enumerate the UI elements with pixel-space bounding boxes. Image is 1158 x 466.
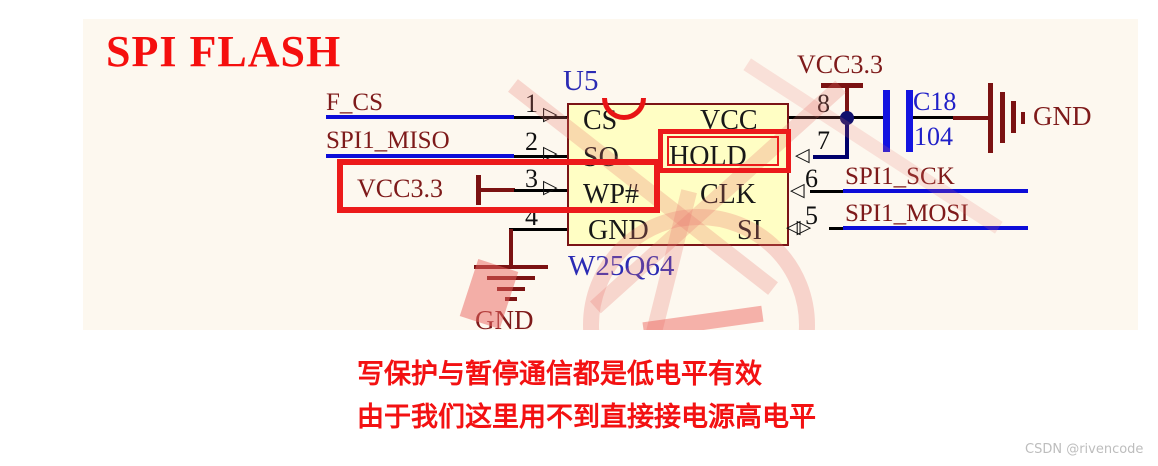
chip-designator: U5 bbox=[563, 65, 599, 97]
pin-number-2: 2 bbox=[525, 127, 538, 156]
pin5-stub bbox=[829, 227, 843, 230]
page-title: SPI FLASH bbox=[106, 27, 342, 76]
pin1-stub bbox=[514, 116, 567, 119]
pin-number-3: 3 bbox=[525, 164, 538, 193]
wire-spi1-mosi bbox=[843, 226, 1028, 230]
cap-right-wire bbox=[913, 116, 953, 119]
highlight-box-hold bbox=[658, 129, 791, 173]
gnd-right-lead bbox=[953, 116, 989, 120]
highlight-box-hold-inner bbox=[667, 136, 779, 166]
vcc-lead bbox=[845, 87, 849, 114]
pin-number-7: 7 bbox=[817, 126, 830, 155]
net-label-gnd-right: GND bbox=[1033, 101, 1092, 131]
net-label-spi1-miso: SPI1_MISO bbox=[326, 127, 450, 154]
power-bar-top-icon bbox=[821, 83, 863, 88]
net-label-vcc33-right: VCC3.3 bbox=[797, 50, 883, 79]
pin6-stub bbox=[810, 190, 843, 193]
net-label-spi1-mosi: SPI1_MOSI bbox=[845, 200, 969, 227]
capacitor-designator: C18 bbox=[913, 87, 957, 116]
pin7-wire bbox=[813, 155, 849, 159]
pin-label-si: SI bbox=[737, 215, 762, 246]
pin-number-5: 5 bbox=[805, 201, 818, 230]
junction-dot-icon bbox=[840, 111, 854, 125]
pin2-stub bbox=[514, 155, 567, 158]
net-label-f-cs: F_CS bbox=[326, 89, 383, 116]
pin3-stub bbox=[514, 189, 567, 192]
pin2-arrow-icon: ▷ bbox=[543, 142, 558, 164]
pin-label-so: SO bbox=[583, 142, 619, 173]
pin-number-8: 8 bbox=[817, 89, 830, 118]
pin6-arrow-icon: ◁ bbox=[790, 179, 805, 201]
pin4-stub bbox=[509, 228, 567, 231]
wire-vcc33-left bbox=[479, 188, 515, 192]
wire-spi1-miso bbox=[326, 154, 514, 158]
note-line-2: 由于我们这里用不到直接接电源高电平 bbox=[357, 402, 816, 433]
chip-part-number: W25Q64 bbox=[568, 250, 675, 282]
gnd-left-lead bbox=[509, 229, 513, 267]
net-label-gnd-left: GND bbox=[475, 305, 534, 335]
pin-label-clk: CLK bbox=[700, 179, 756, 210]
capacitor-value: 104 bbox=[914, 122, 953, 151]
pin-label-gnd: GND bbox=[588, 215, 649, 246]
wire-spi1-sck bbox=[843, 189, 1028, 193]
watermark-credit: CSDN @rivencode bbox=[1025, 442, 1144, 457]
chip-body-w25q64 bbox=[567, 103, 789, 246]
pin1-arrow-icon: ▷ bbox=[543, 103, 558, 125]
highlight-box-wp-vcc bbox=[337, 159, 660, 213]
pin5-arrow-io-icon: ◁▷ bbox=[786, 216, 811, 238]
net-label-vcc33-left: VCC3.3 bbox=[357, 174, 443, 203]
wire-f-cs bbox=[326, 115, 514, 119]
note-line-1: 写保护与暂停通信都是低电平有效 bbox=[357, 359, 762, 390]
pin7-arrow-icon: ◁ bbox=[795, 144, 810, 166]
pin-number-1: 1 bbox=[525, 89, 538, 118]
pin7-riser bbox=[845, 122, 849, 157]
pin-label-wp: WP# bbox=[583, 179, 639, 210]
pin-number-6: 6 bbox=[805, 164, 818, 193]
power-bar-icon bbox=[476, 175, 481, 205]
pin8-wire bbox=[789, 116, 884, 119]
net-label-spi1-sck: SPI1_SCK bbox=[845, 163, 955, 190]
pin3-arrow-icon: ▷ bbox=[543, 176, 558, 198]
